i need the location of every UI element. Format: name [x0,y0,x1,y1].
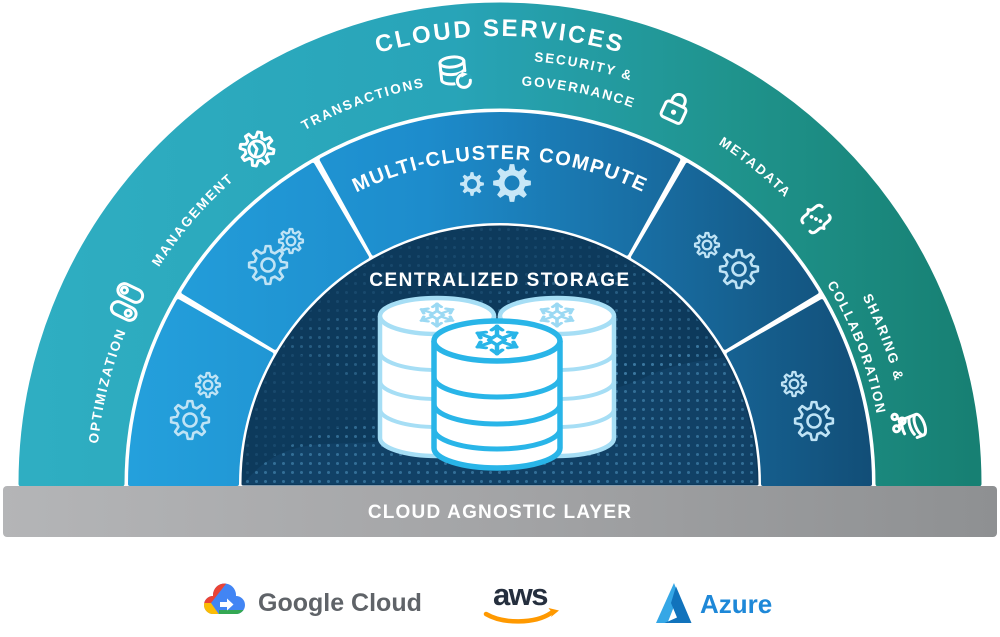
code-braces-icon [800,203,832,235]
database-sync-icon [438,55,473,90]
toggle-switches-icon [109,282,145,322]
aws-label: aws [493,577,547,612]
base-bar [3,486,997,537]
gears-icon [460,164,531,202]
compute-segment-1 [128,299,274,486]
azure-triangle-icon [656,583,692,623]
gears-icon [247,227,305,286]
azure-logo: Azure [656,583,772,623]
aws-logo: aws [483,577,559,624]
azure-label: Azure [700,589,772,619]
gears-icon [169,371,222,441]
database-share-icon [890,412,928,439]
google-cloud-label: Google Cloud [258,589,422,617]
snowflake-database-icon [377,295,617,471]
google-cloud-logo-icon [204,583,245,614]
aws-smile-icon [483,608,559,624]
gears-icon [780,370,835,442]
core-centralized-storage: CENTRALIZED STORAGE [241,225,759,486]
google-cloud-logo: Google Cloud [204,583,422,617]
gears-icon [693,231,760,290]
base-bar-label: CLOUD AGNOSTIC LAYER [368,502,632,523]
gear-clock-icon [238,130,276,168]
core-title: CENTRALIZED STORAGE [369,270,630,291]
middle-ring-multi-cluster-compute: MULTI-CLUSTER COMPUTE [128,112,872,486]
compute-segment-2 [181,162,369,350]
outer-ring-band [18,2,982,487]
provider-logos-row: Google Cloud aws Azure [204,577,772,624]
lock-icon [659,92,688,125]
center-db-cylinder [431,318,563,471]
cloud-agnostic-layer-bar: CLOUD AGNOSTIC LAYER [3,486,997,537]
